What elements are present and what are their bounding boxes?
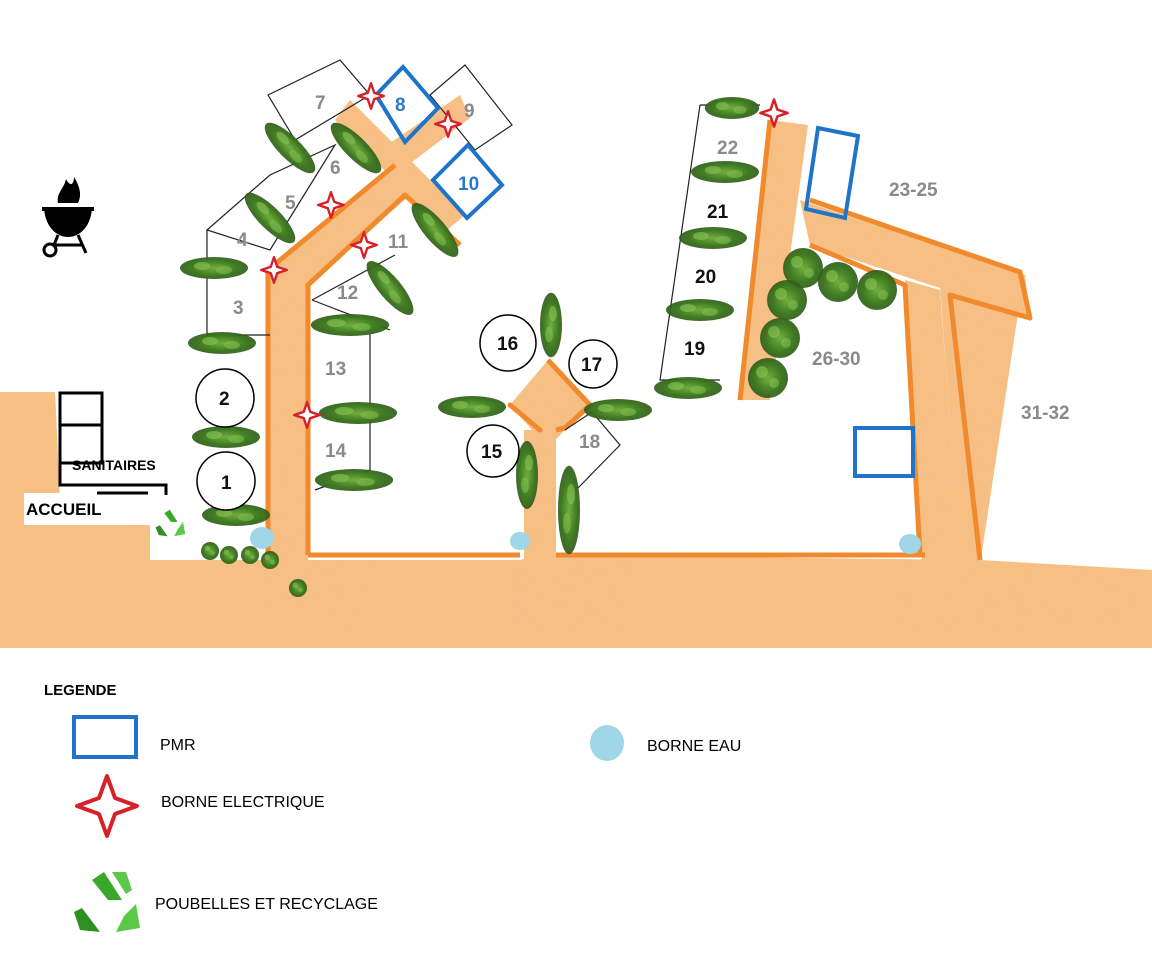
pitch-19: 19: [684, 339, 705, 360]
star-icon: [75, 774, 139, 838]
legend-title: LEGENDE: [44, 682, 117, 699]
pitch-20: 20: [695, 267, 716, 288]
pitch-16: 16: [497, 334, 518, 355]
water-drop-icon: [899, 534, 921, 554]
pitch-6: 6: [330, 158, 341, 179]
pitch-7: 7: [315, 93, 326, 114]
sanitaires-label: SANITAIRES: [72, 457, 156, 473]
pitch-numbers: 1 2 3 4 5 6 7 8 9 10 11 12 13 14 15 16 1…: [219, 93, 738, 494]
recycle-icon: [155, 509, 186, 537]
pmr-swatch: [72, 715, 138, 759]
zone-26-30: 26-30: [812, 349, 861, 370]
pitch-18: 18: [579, 432, 600, 453]
pitch-21: 21: [707, 202, 729, 223]
water-drop-icon: [250, 527, 274, 549]
zone-31-32: 31-32: [1021, 403, 1070, 424]
pitch-11: 11: [388, 232, 409, 253]
accueil-label: ACCUEIL: [26, 500, 102, 519]
legend-pmr-label: PMR: [160, 737, 196, 754]
pitch-13: 13: [325, 359, 346, 380]
barbecue-icon: [42, 177, 94, 258]
pitch-2: 2: [219, 389, 230, 410]
paths: [0, 95, 1152, 648]
pitch-3: 3: [233, 298, 244, 319]
buildings: SANITAIRES ACCUEIL: [24, 391, 168, 525]
pmr-spots: [373, 64, 915, 478]
zone-labels: 23-25 26-30 31-32: [812, 180, 1070, 424]
pitch-17: 17: [581, 355, 602, 376]
recycle-icon: [74, 872, 140, 932]
legend-recycle-label: POUBELLES ET RECYCLAGE: [155, 896, 378, 913]
pitch-9: 9: [464, 101, 475, 122]
legend-water-label: BORNE EAU: [647, 738, 741, 755]
pitch-4: 4: [237, 230, 248, 251]
pitch-14: 14: [325, 441, 347, 462]
pitch-12: 12: [337, 283, 358, 304]
water-drop-icon: [510, 532, 530, 550]
pitch-5: 5: [285, 193, 296, 214]
legend: LEGENDE PMR BORNE ELECTRIQUE POUBELLES E…: [44, 682, 741, 932]
pitch-8: 8: [395, 95, 406, 116]
round-pitches: [195, 314, 618, 511]
pitch-1: 1: [221, 473, 232, 494]
zone-23-25: 23-25: [889, 180, 938, 201]
pitch-10: 10: [458, 174, 479, 195]
recycle-point: [150, 500, 190, 558]
water-drop-icon: [590, 725, 624, 761]
legend-electric-label: BORNE ELECTRIQUE: [161, 794, 325, 811]
pitch-15: 15: [481, 442, 503, 463]
water-bollards: [250, 527, 921, 554]
pitch-22: 22: [717, 138, 738, 159]
